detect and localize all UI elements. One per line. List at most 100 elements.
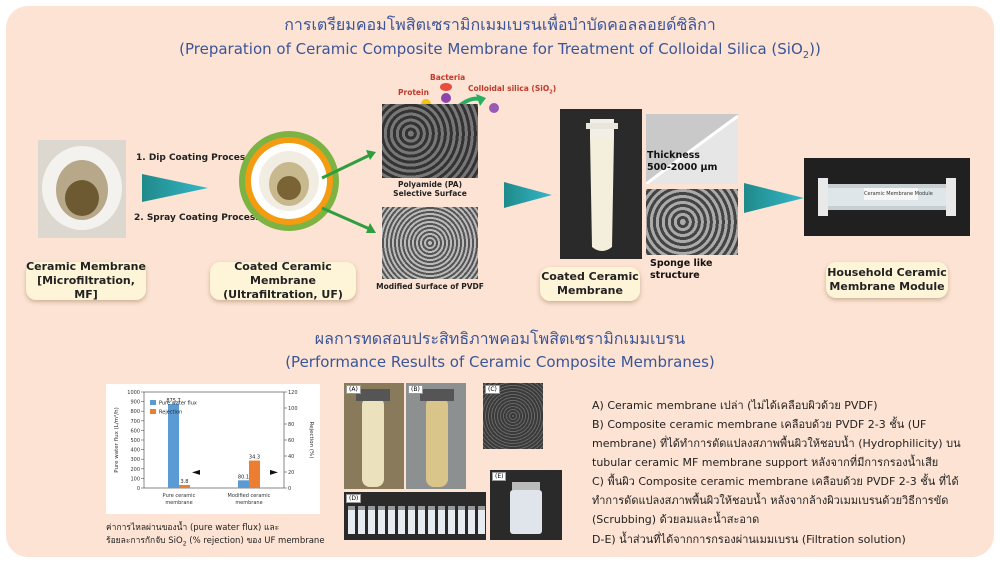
photo-a: (A): [344, 383, 404, 489]
vial-icon: [468, 510, 475, 534]
vial-cap-icon: [388, 506, 395, 510]
y-tick-label: 400: [130, 448, 140, 454]
bar-flux: [238, 480, 249, 488]
legend-label: Pure water flux: [159, 401, 197, 407]
vial-cap-icon: [418, 506, 425, 510]
coated-membrane-label: Coated Ceramic Membrane(Ultrafiltration,…: [210, 260, 356, 301]
photo-e-tag: (E): [492, 472, 507, 481]
y2-tick-label: 80: [288, 422, 294, 428]
photo-a-tag: (A): [346, 385, 361, 394]
description-c: C) พื้นผิว Composite ceramic membrane เค…: [592, 475, 959, 526]
y2-tick-label: 0: [288, 486, 291, 492]
vial-icon: [408, 510, 415, 534]
bar-rejection: [179, 484, 190, 488]
bar-rejection: [249, 460, 260, 488]
photo-e: (E): [490, 470, 562, 540]
coated-membrane-diagram: [239, 131, 339, 231]
page-title-english: (Preparation of Ceramic Composite Membra…: [179, 40, 821, 61]
vial-cap-icon: [458, 506, 465, 510]
vial-cap-icon: [378, 506, 385, 510]
y2-tick-label: 40: [288, 454, 294, 460]
module-sticker-label: Ceramic Membrane Module: [864, 191, 933, 197]
vial-icon: [348, 510, 355, 534]
vial-icon: [478, 510, 485, 534]
data-label: 34.3: [249, 455, 260, 461]
sem-image-pvdf: [382, 207, 478, 279]
y-tick-label: 1000: [127, 390, 140, 396]
protein-label: Protein: [398, 88, 429, 97]
legend-swatch: [150, 409, 156, 414]
photo-b: (B): [406, 383, 466, 489]
spray-coating-label: 2. Spray Coating Process: [134, 213, 261, 223]
sem-image-polyamide: [382, 104, 478, 178]
y-tick-label: 600: [130, 428, 140, 434]
chart-caption: ค่าการไหลผ่านของน้ำ (pure water flux) แล…: [106, 523, 325, 548]
vial-icon: [458, 510, 465, 534]
bacteria-label: Bacteria: [430, 73, 466, 82]
y2-tick-label: 20: [288, 470, 294, 476]
y-axis-label: Pure water flux (L/m²/h): [113, 407, 120, 472]
bar-flux: [168, 403, 179, 488]
thickness-sem-photo: [646, 114, 738, 184]
vial-icon: [398, 510, 405, 534]
results-title-english: (Performance Results of Ceramic Composit…: [285, 353, 715, 371]
vial-icon: [378, 510, 385, 534]
vial-cap-icon: [448, 506, 455, 510]
vial-cap-icon: [428, 506, 435, 510]
results-title-thai: ผลการทดสอบประสิทธิภาพคอมโพสิตเซรามิกเมมเ…: [314, 329, 686, 348]
vial-cap-icon: [398, 506, 405, 510]
coated-tube-photo: [560, 109, 642, 259]
description-a: A) Ceramic membrane เปล่า (ไม่ได้เคลือบผ…: [592, 399, 878, 412]
colloidal-silica-label: Colloidal silica (SiO2): [468, 84, 557, 96]
vial-cap-icon: [408, 506, 415, 510]
description-de: D-E) น้ำส่วนที่ได้จากการกรองผ่านเมมเบรน …: [592, 533, 906, 546]
left-axis-arrow-icon: [192, 469, 200, 475]
category-label: membrane: [235, 500, 262, 506]
ceramic-membrane-label: Ceramic Membrane[Microfiltration, MF]: [26, 260, 146, 301]
photo-d-tag: (D): [346, 494, 362, 503]
vial-cap-icon: [348, 506, 355, 510]
vial-cap-icon: [368, 506, 375, 510]
polyamide-label: Polyamide (PA)Selective Surface: [393, 180, 467, 198]
vial-cap-icon: [358, 506, 365, 510]
y2-tick-label: 120: [288, 390, 298, 396]
arrow-gradient-icon: [142, 174, 208, 202]
photo-d: (D): [344, 492, 486, 540]
category-label: membrane: [165, 500, 192, 506]
y-tick-label: 800: [130, 409, 140, 415]
vial-icon: [368, 510, 375, 534]
vial-cap-icon: [438, 506, 445, 510]
vial-icon: [358, 510, 365, 534]
flux-rejection-chart: 0100200300400500600700800900100002040608…: [113, 390, 314, 506]
photo-c: (C): [483, 383, 543, 449]
vial-icon: [418, 510, 425, 534]
y-tick-label: 100: [130, 476, 140, 482]
category-label: Modified ceramic: [228, 493, 271, 499]
vial-icon: [388, 510, 395, 534]
photo-c-tag: (C): [485, 385, 500, 394]
pvdf-label: Modified Surface of PVDF: [376, 282, 484, 291]
data-label: 3.8: [181, 479, 189, 485]
right-axis-arrow-icon: [270, 469, 278, 475]
ceramic-membrane-photo: [38, 140, 126, 238]
sponge-sem-photo: [646, 189, 738, 255]
y-tick-label: 900: [130, 400, 140, 406]
legend-label: Rejection: [159, 410, 182, 416]
vial-cap-icon: [468, 506, 475, 510]
y-tick-label: 300: [130, 457, 140, 463]
module-photo: [804, 158, 970, 236]
y2-tick-label: 100: [288, 406, 298, 412]
description-b: B) Composite ceramic membrane เคลือบด้วย…: [592, 418, 961, 469]
vial-icon: [428, 510, 435, 534]
y-tick-label: 200: [130, 467, 140, 473]
legend-swatch: [150, 400, 156, 405]
vial-cap-icon: [478, 506, 485, 510]
arrow-gradient-icon: [504, 182, 552, 208]
category-label: Pure ceramic: [163, 493, 196, 499]
page-title-thai: การเตรียมคอมโพสิตเซรามิกเมมเบรนเพื่อบำบั…: [284, 15, 716, 34]
arrow-gradient-icon: [744, 183, 804, 213]
